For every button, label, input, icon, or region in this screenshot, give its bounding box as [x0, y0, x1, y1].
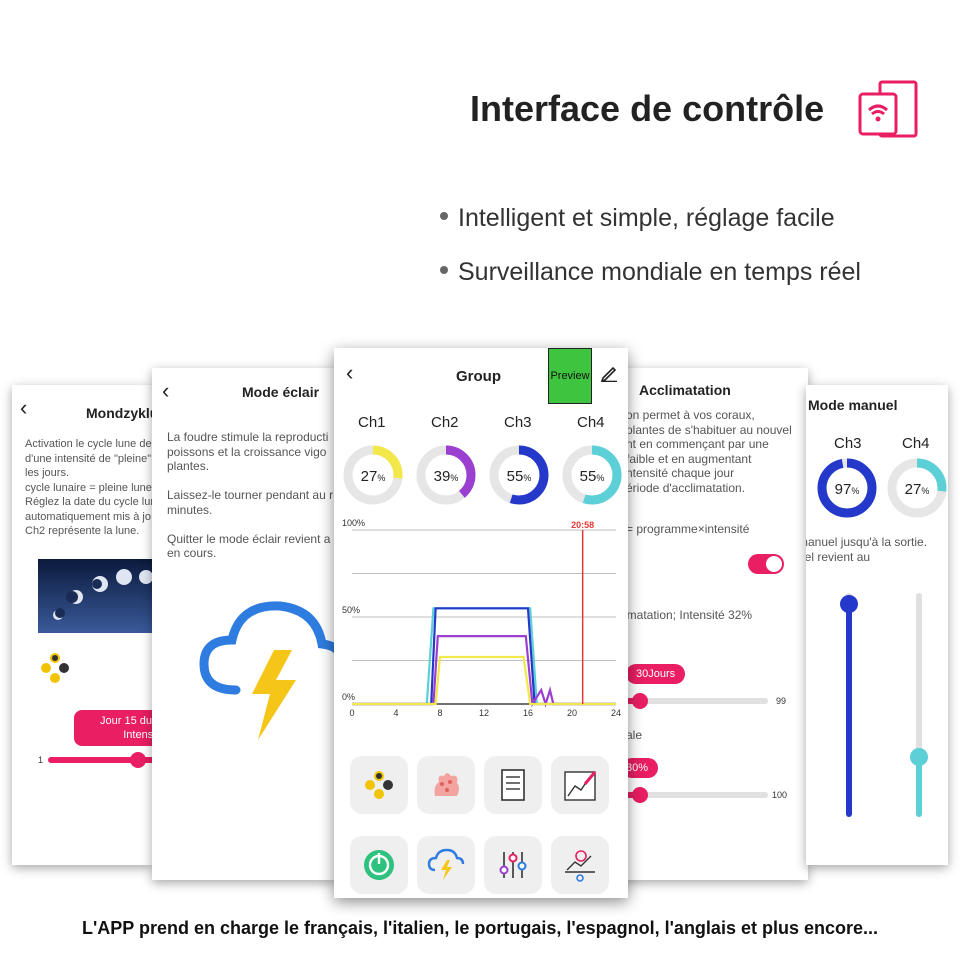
- channel-value-ch3: 55%: [506, 468, 532, 485]
- edit-icon[interactable]: [600, 364, 618, 382]
- panel-title: Mode manuel: [808, 397, 898, 413]
- ch4-ring: [887, 458, 947, 518]
- channel-label-ch1: Ch1: [358, 414, 386, 431]
- ch3-ring: [817, 458, 877, 518]
- channel-label-ch3: Ch3: [504, 414, 532, 431]
- moon-slider-knob[interactable]: [130, 752, 146, 768]
- preview-button[interactable]: Preview: [548, 348, 592, 404]
- channel-ring-ch3[interactable]: [488, 444, 550, 506]
- section-label: ale: [626, 728, 643, 742]
- panel-title: Acclimatation: [639, 382, 731, 398]
- coral-icon: [434, 773, 459, 796]
- lightning-cloud-icon: [199, 601, 336, 740]
- language-support-note: L'APP prend en charge le français, l'ita…: [81, 918, 878, 938]
- manual-description: manuel jusqu'à la sortie.uel revient au: [806, 535, 928, 564]
- series-line-4: [352, 655, 616, 706]
- acclimation-status: imatation; Intensité 32%: [624, 608, 753, 622]
- lightning-icon: [427, 848, 465, 880]
- page-title: Interface de contrôle: [470, 88, 825, 129]
- channel-label-ch2: Ch2: [431, 414, 459, 431]
- coral-button[interactable]: [417, 756, 475, 814]
- channel-ring-ch4[interactable]: [561, 444, 623, 506]
- days-max-label: 99: [776, 696, 787, 706]
- intensity-chart: 100% 50% 0% 0 4 8 12 16 20 24 20:58: [342, 518, 621, 718]
- acclimation-icon: [565, 850, 595, 882]
- mixer-icon: [499, 852, 527, 878]
- x-tick-label: 20: [567, 708, 577, 718]
- lightning-panel: ‹ Mode éclair La foudre stimule la repro…: [152, 368, 336, 880]
- channel-ring-ch2[interactable]: [415, 444, 477, 506]
- channel-value-ch2: 39%: [433, 468, 459, 485]
- percent-slider[interactable]: [636, 792, 768, 798]
- wifi-device-icon: [858, 80, 918, 138]
- ch4-slider-knob[interactable]: [910, 747, 928, 766]
- moon-phases-image: [38, 559, 152, 633]
- x-tick-label: 8: [437, 708, 442, 718]
- notes-button[interactable]: [484, 756, 542, 814]
- panel-title: Mode éclair: [242, 384, 320, 400]
- ch4-vertical-slider[interactable]: [910, 593, 928, 817]
- channel-value-ch4: 55%: [579, 468, 605, 485]
- acclimation-panel: Acclimatation on permet à vos coraux,pla…: [622, 368, 808, 880]
- slider-min-label: 1: [38, 755, 44, 765]
- notes-icon: [501, 769, 525, 801]
- power-button[interactable]: [350, 836, 408, 894]
- day-pill: Jour 15 du cyclIntensité 1: [74, 710, 152, 746]
- mixer-button[interactable]: [484, 836, 542, 894]
- percent-max-label: 100: [772, 790, 788, 800]
- x-tick-label: 0: [349, 708, 354, 718]
- manual-mode-panel: Mode manuel Ch3 Ch4 97% 27% manuel jusqu…: [806, 385, 948, 865]
- back-arrow-icon[interactable]: ‹: [20, 395, 28, 420]
- chart-edit-button[interactable]: [551, 756, 609, 814]
- y-tick-label: 100%: [342, 518, 365, 528]
- ch4-value: 27%: [904, 481, 930, 498]
- ch4-label: Ch4: [902, 435, 930, 452]
- ch3-label: Ch3: [834, 435, 862, 452]
- ch3-slider-knob[interactable]: [840, 595, 858, 614]
- lightning-button[interactable]: [417, 836, 475, 894]
- channel-value-ch1: 27%: [360, 468, 386, 485]
- x-tick-label: 16: [523, 708, 533, 718]
- moon-cycle-icon: [365, 771, 393, 799]
- moon-cycle-button[interactable]: [350, 756, 408, 814]
- series-line-3: [352, 635, 616, 708]
- moon-cycle-icon: [41, 653, 69, 683]
- y-tick-label: 0%: [342, 692, 355, 702]
- panel-title: Mondzyklu: [86, 405, 152, 421]
- days-slider[interactable]: [636, 698, 768, 704]
- x-tick-label: 24: [611, 708, 621, 718]
- channel-ring-ch1[interactable]: [342, 444, 404, 506]
- percent-slider-knob[interactable]: [632, 787, 648, 803]
- back-arrow-icon[interactable]: ‹: [346, 360, 354, 385]
- bullet-1: Intelligent et simple, réglage facile: [440, 204, 835, 233]
- x-tick-label: 4: [393, 708, 398, 718]
- ch3-value: 97%: [834, 481, 860, 498]
- days-slider-knob[interactable]: [632, 693, 648, 709]
- time-marker-label: 20:58: [571, 520, 594, 530]
- acclimation-button[interactable]: [551, 836, 609, 894]
- days-pill: 30Jours: [626, 664, 686, 684]
- panel-title: Group: [456, 368, 501, 385]
- group-panel: ‹ Group Preview Ch1 27% Ch2 39% Ch3 55% Ch4 55%…: [334, 348, 628, 898]
- back-arrow-icon[interactable]: ‹: [162, 378, 170, 403]
- acclimation-formula: = programme×intensité: [626, 522, 750, 536]
- percent-pill: 30%: [622, 758, 659, 778]
- moon-slider[interactable]: [48, 757, 152, 763]
- power-icon: [364, 850, 394, 880]
- ch3-vertical-slider[interactable]: [840, 593, 858, 817]
- y-tick-label: 50%: [342, 605, 360, 615]
- acclimation-description: on permet à vos coraux,plantes de s'habi…: [626, 408, 792, 495]
- chart-edit-icon: [564, 771, 597, 801]
- channel-label-ch4: Ch4: [577, 414, 605, 431]
- acclimation-toggle[interactable]: [748, 554, 784, 574]
- bullet-2: Surveillance mondiale en temps réel: [440, 258, 861, 287]
- x-tick-label: 12: [479, 708, 489, 718]
